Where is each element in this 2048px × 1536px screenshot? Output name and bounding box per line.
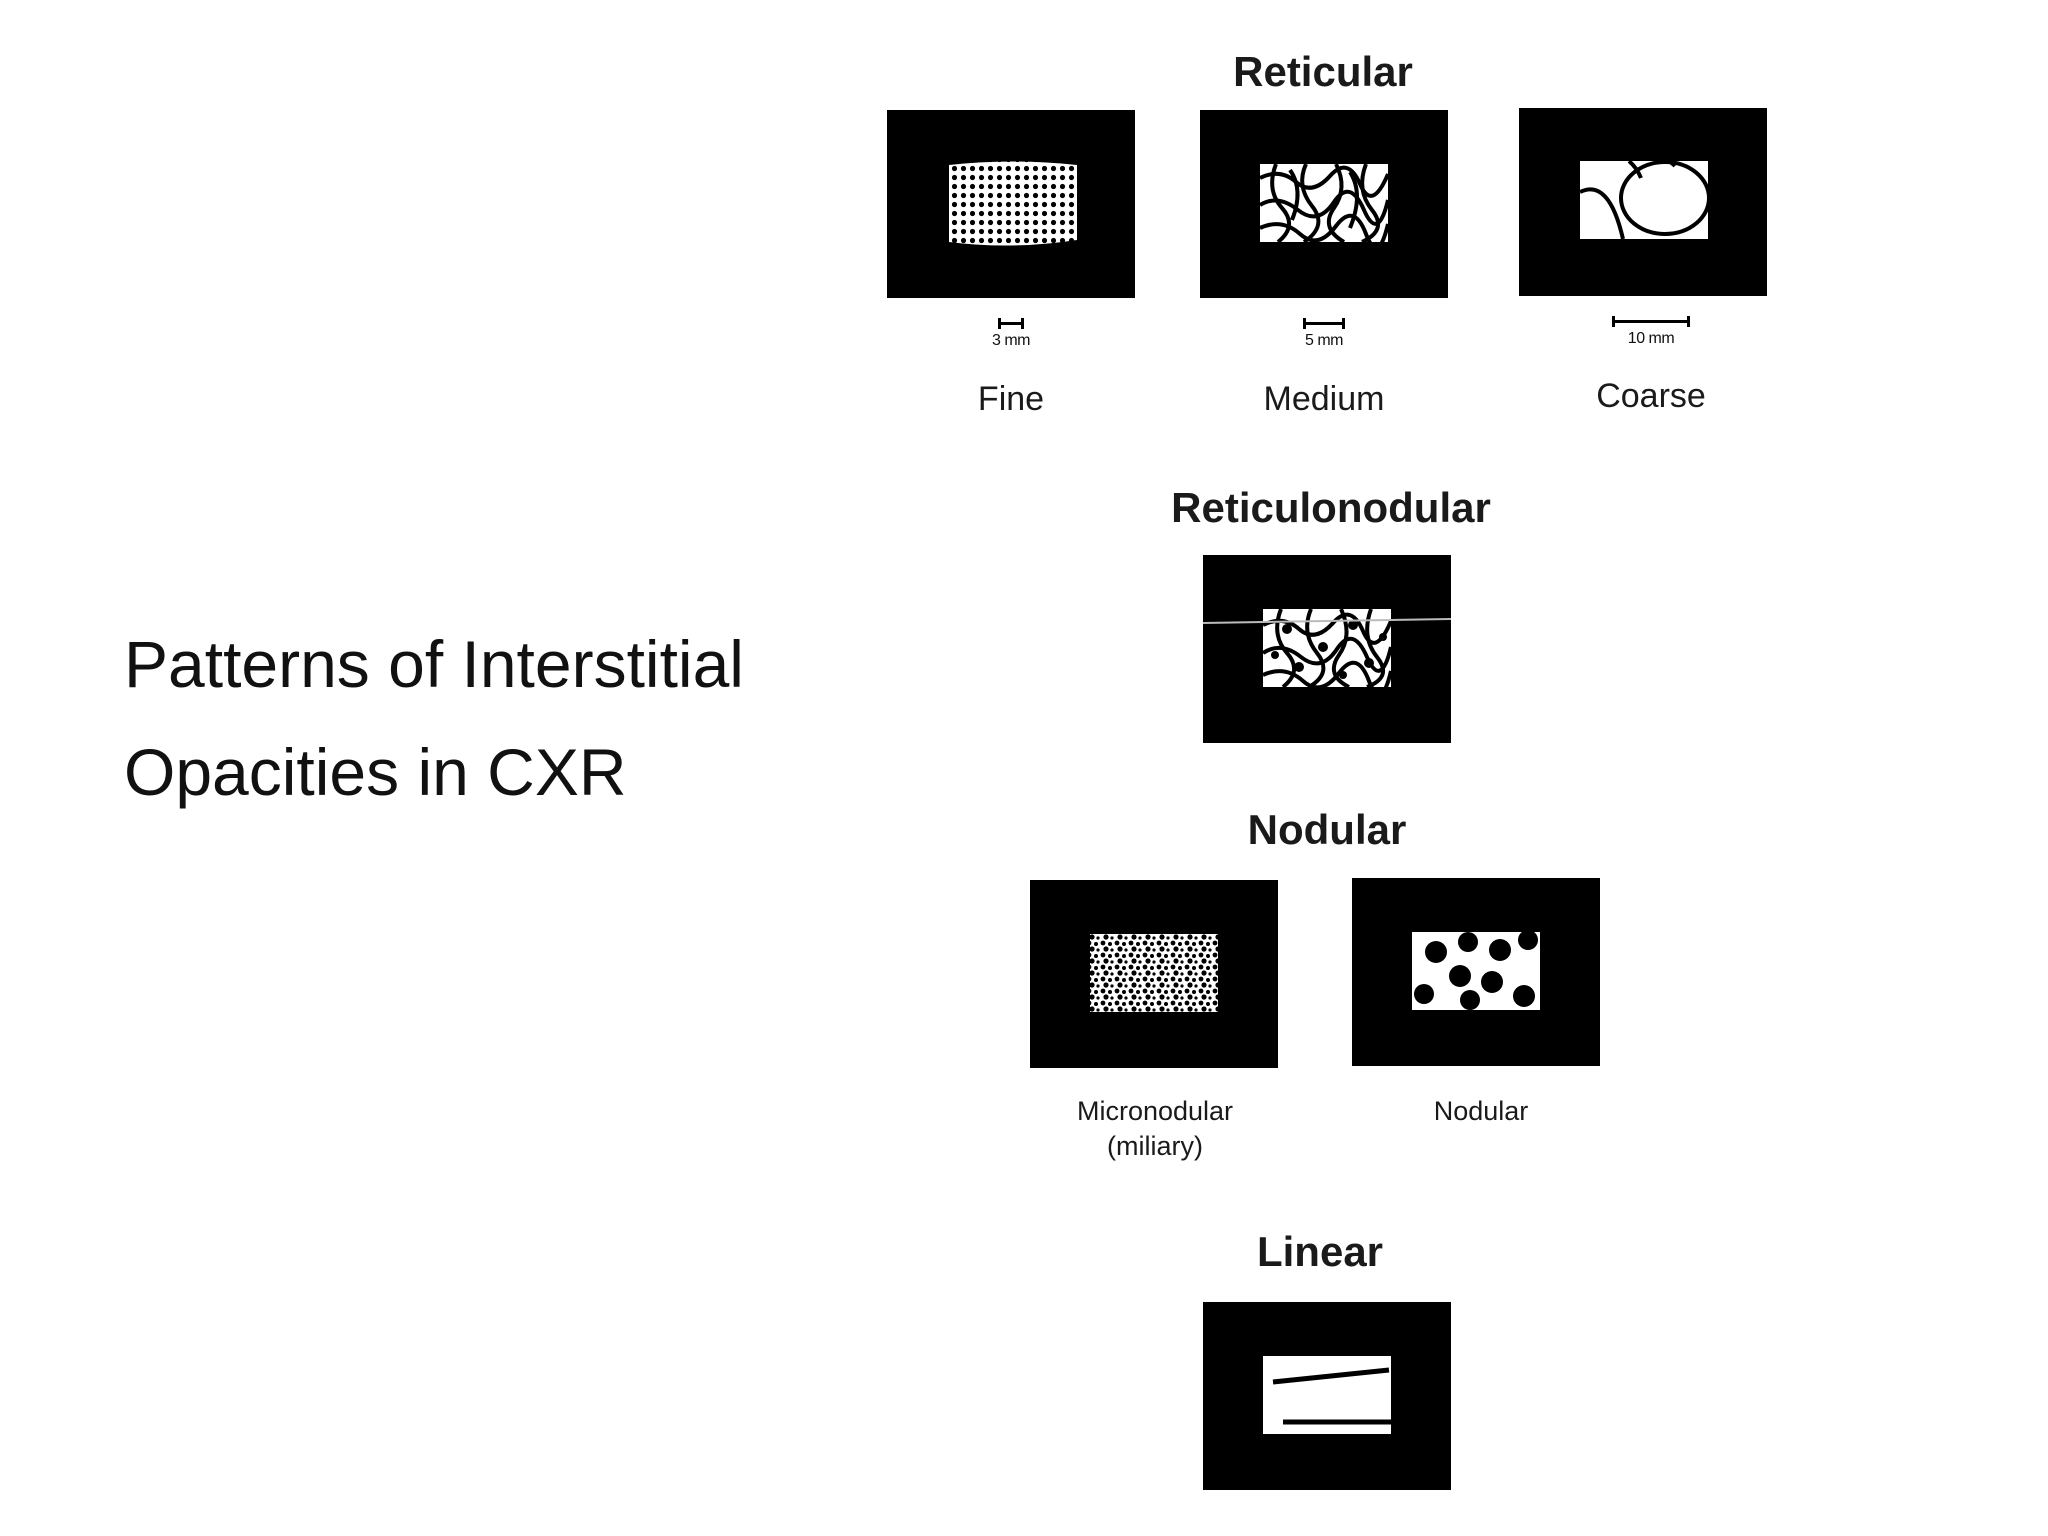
reticular-coarse-image — [1519, 108, 1767, 296]
nodular-image — [1352, 878, 1600, 1066]
scale-bar-10mm: 10 mm — [1612, 316, 1690, 348]
linear-heading: Linear — [1256, 1228, 1384, 1275]
slide-title-line-1: Patterns of Interstitial — [124, 627, 744, 701]
label-medium: Medium — [1263, 380, 1385, 418]
label-coarse: Coarse — [1596, 377, 1706, 415]
micronodular-image — [1030, 880, 1278, 1068]
scale-label-fine: 3 mm — [992, 332, 1031, 349]
coarse-reticular-pattern — [1579, 159, 1711, 240]
reticulonodular-heading: Reticulonodular — [1171, 484, 1491, 531]
reticular-fine-image — [887, 110, 1135, 298]
scale-label-coarse: 10 mm — [1627, 330, 1675, 347]
label-micronodular-line-1: Micronodular — [1076, 1096, 1234, 1126]
scale-bar-5mm: 5 mm — [1303, 318, 1345, 350]
scale-bar-3mm: 3 mm — [992, 318, 1031, 350]
reticulonodular-image — [1203, 555, 1451, 743]
label-micronodular: Micronodular (miliary) — [1077, 1094, 1233, 1164]
slide-title-line-2: Opacities in CXR — [124, 735, 627, 809]
micronodular-pattern — [1090, 934, 1218, 1012]
fine-reticular-pattern — [949, 161, 1077, 246]
label-nodular: Nodular — [1433, 1096, 1529, 1126]
nodular-pattern — [1412, 930, 1540, 1010]
medium-reticular-pattern — [1258, 163, 1390, 250]
reticular-heading: Reticular — [1233, 48, 1413, 95]
scale-label-medium: 5 mm — [1305, 332, 1344, 349]
reticular-medium-image — [1200, 110, 1448, 298]
linear-image — [1203, 1302, 1451, 1490]
nodular-heading: Nodular — [1247, 806, 1407, 853]
linear-pattern — [1263, 1356, 1391, 1434]
reticulonodular-pattern — [1203, 608, 1451, 697]
label-fine: Fine — [977, 380, 1045, 418]
slide-title: Patterns of Interstitial Opacities in CX… — [124, 610, 844, 826]
label-micronodular-line-2: (miliary) — [1107, 1131, 1203, 1161]
